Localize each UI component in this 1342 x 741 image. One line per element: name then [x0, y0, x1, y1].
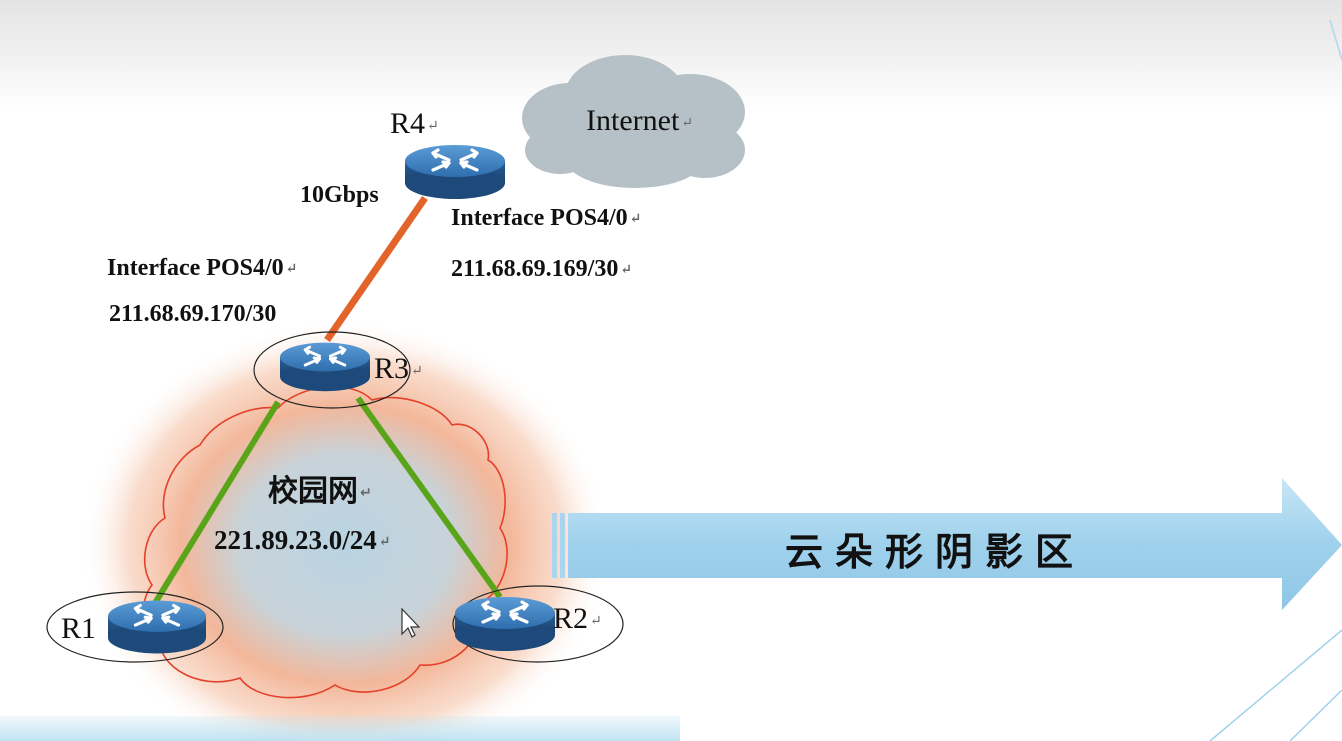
- callout-arrow: [552, 478, 1342, 610]
- paragraph-mark-icon: ↵: [629, 211, 642, 227]
- r2-label: R2: [553, 602, 589, 635]
- r3-interface-label: Interface POS4/0: [107, 255, 284, 281]
- paragraph-mark-icon: ↵: [620, 262, 633, 278]
- r3-label: R3: [374, 352, 410, 385]
- decor-line: [1329, 19, 1342, 61]
- link-r3-r1: [149, 400, 281, 610]
- r2-label-group: R2↵: [553, 602, 602, 636]
- paragraph-mark-icon: ↵: [427, 118, 439, 134]
- paragraph-mark-icon: ↵: [681, 115, 694, 131]
- r3-highlight-ellipse: [253, 331, 411, 409]
- campus-subnet-label: 221.89.23.0/24: [214, 525, 377, 555]
- decor-line: [1289, 689, 1342, 741]
- internet-label: Internet: [586, 104, 680, 137]
- paragraph-mark-icon: ↵: [360, 484, 372, 501]
- r4-ip-label-group: 211.68.69.169/30↵: [451, 256, 632, 283]
- router-icon-r3: [280, 341, 370, 392]
- router-icon-r4: [405, 143, 505, 199]
- r4-ip-label: 211.68.69.169/30: [451, 256, 619, 282]
- r1-highlight-ellipse: [46, 591, 224, 663]
- r4-label: R4: [390, 107, 426, 140]
- r4-interface-label-group: Interface POS4/0↵: [451, 205, 641, 232]
- uplink-r4-r3: [324, 196, 428, 342]
- r3-ip-label: 211.68.69.170/30: [109, 301, 277, 327]
- router-icon-r1: [108, 598, 206, 654]
- r3-interface-label-group: Interface POS4/0↵: [107, 255, 297, 282]
- paragraph-mark-icon: ↵: [378, 535, 391, 551]
- campus-name-label: 校园网: [268, 474, 358, 509]
- campus-subnet-group: 221.89.23.0/24↵: [214, 525, 391, 556]
- paragraph-mark-icon: ↵: [411, 363, 423, 379]
- mouse-cursor-icon: [401, 607, 421, 638]
- r2-highlight-ellipse: [452, 585, 624, 663]
- paragraph-mark-icon: ↵: [590, 613, 602, 629]
- internet-cloud: [522, 55, 745, 188]
- callout-text: 云朵形阴影区: [784, 530, 1085, 574]
- link-speed-label: 10Gbps: [300, 182, 379, 208]
- r4-label-group: R4↵: [390, 107, 439, 141]
- internet-label-group: Internet↵: [586, 104, 693, 138]
- bottom-glow: [0, 716, 680, 741]
- r4-interface-label: Interface POS4/0: [451, 205, 628, 231]
- decor-line: [1209, 629, 1342, 741]
- r1-label: R1: [61, 612, 97, 645]
- r3-label-group: R3↵: [374, 352, 423, 386]
- paragraph-mark-icon: ↵: [285, 261, 298, 277]
- router-icon-r2: [455, 595, 555, 651]
- link-r3-r2: [355, 396, 503, 599]
- campus-name-group: 校园网↵: [268, 466, 372, 510]
